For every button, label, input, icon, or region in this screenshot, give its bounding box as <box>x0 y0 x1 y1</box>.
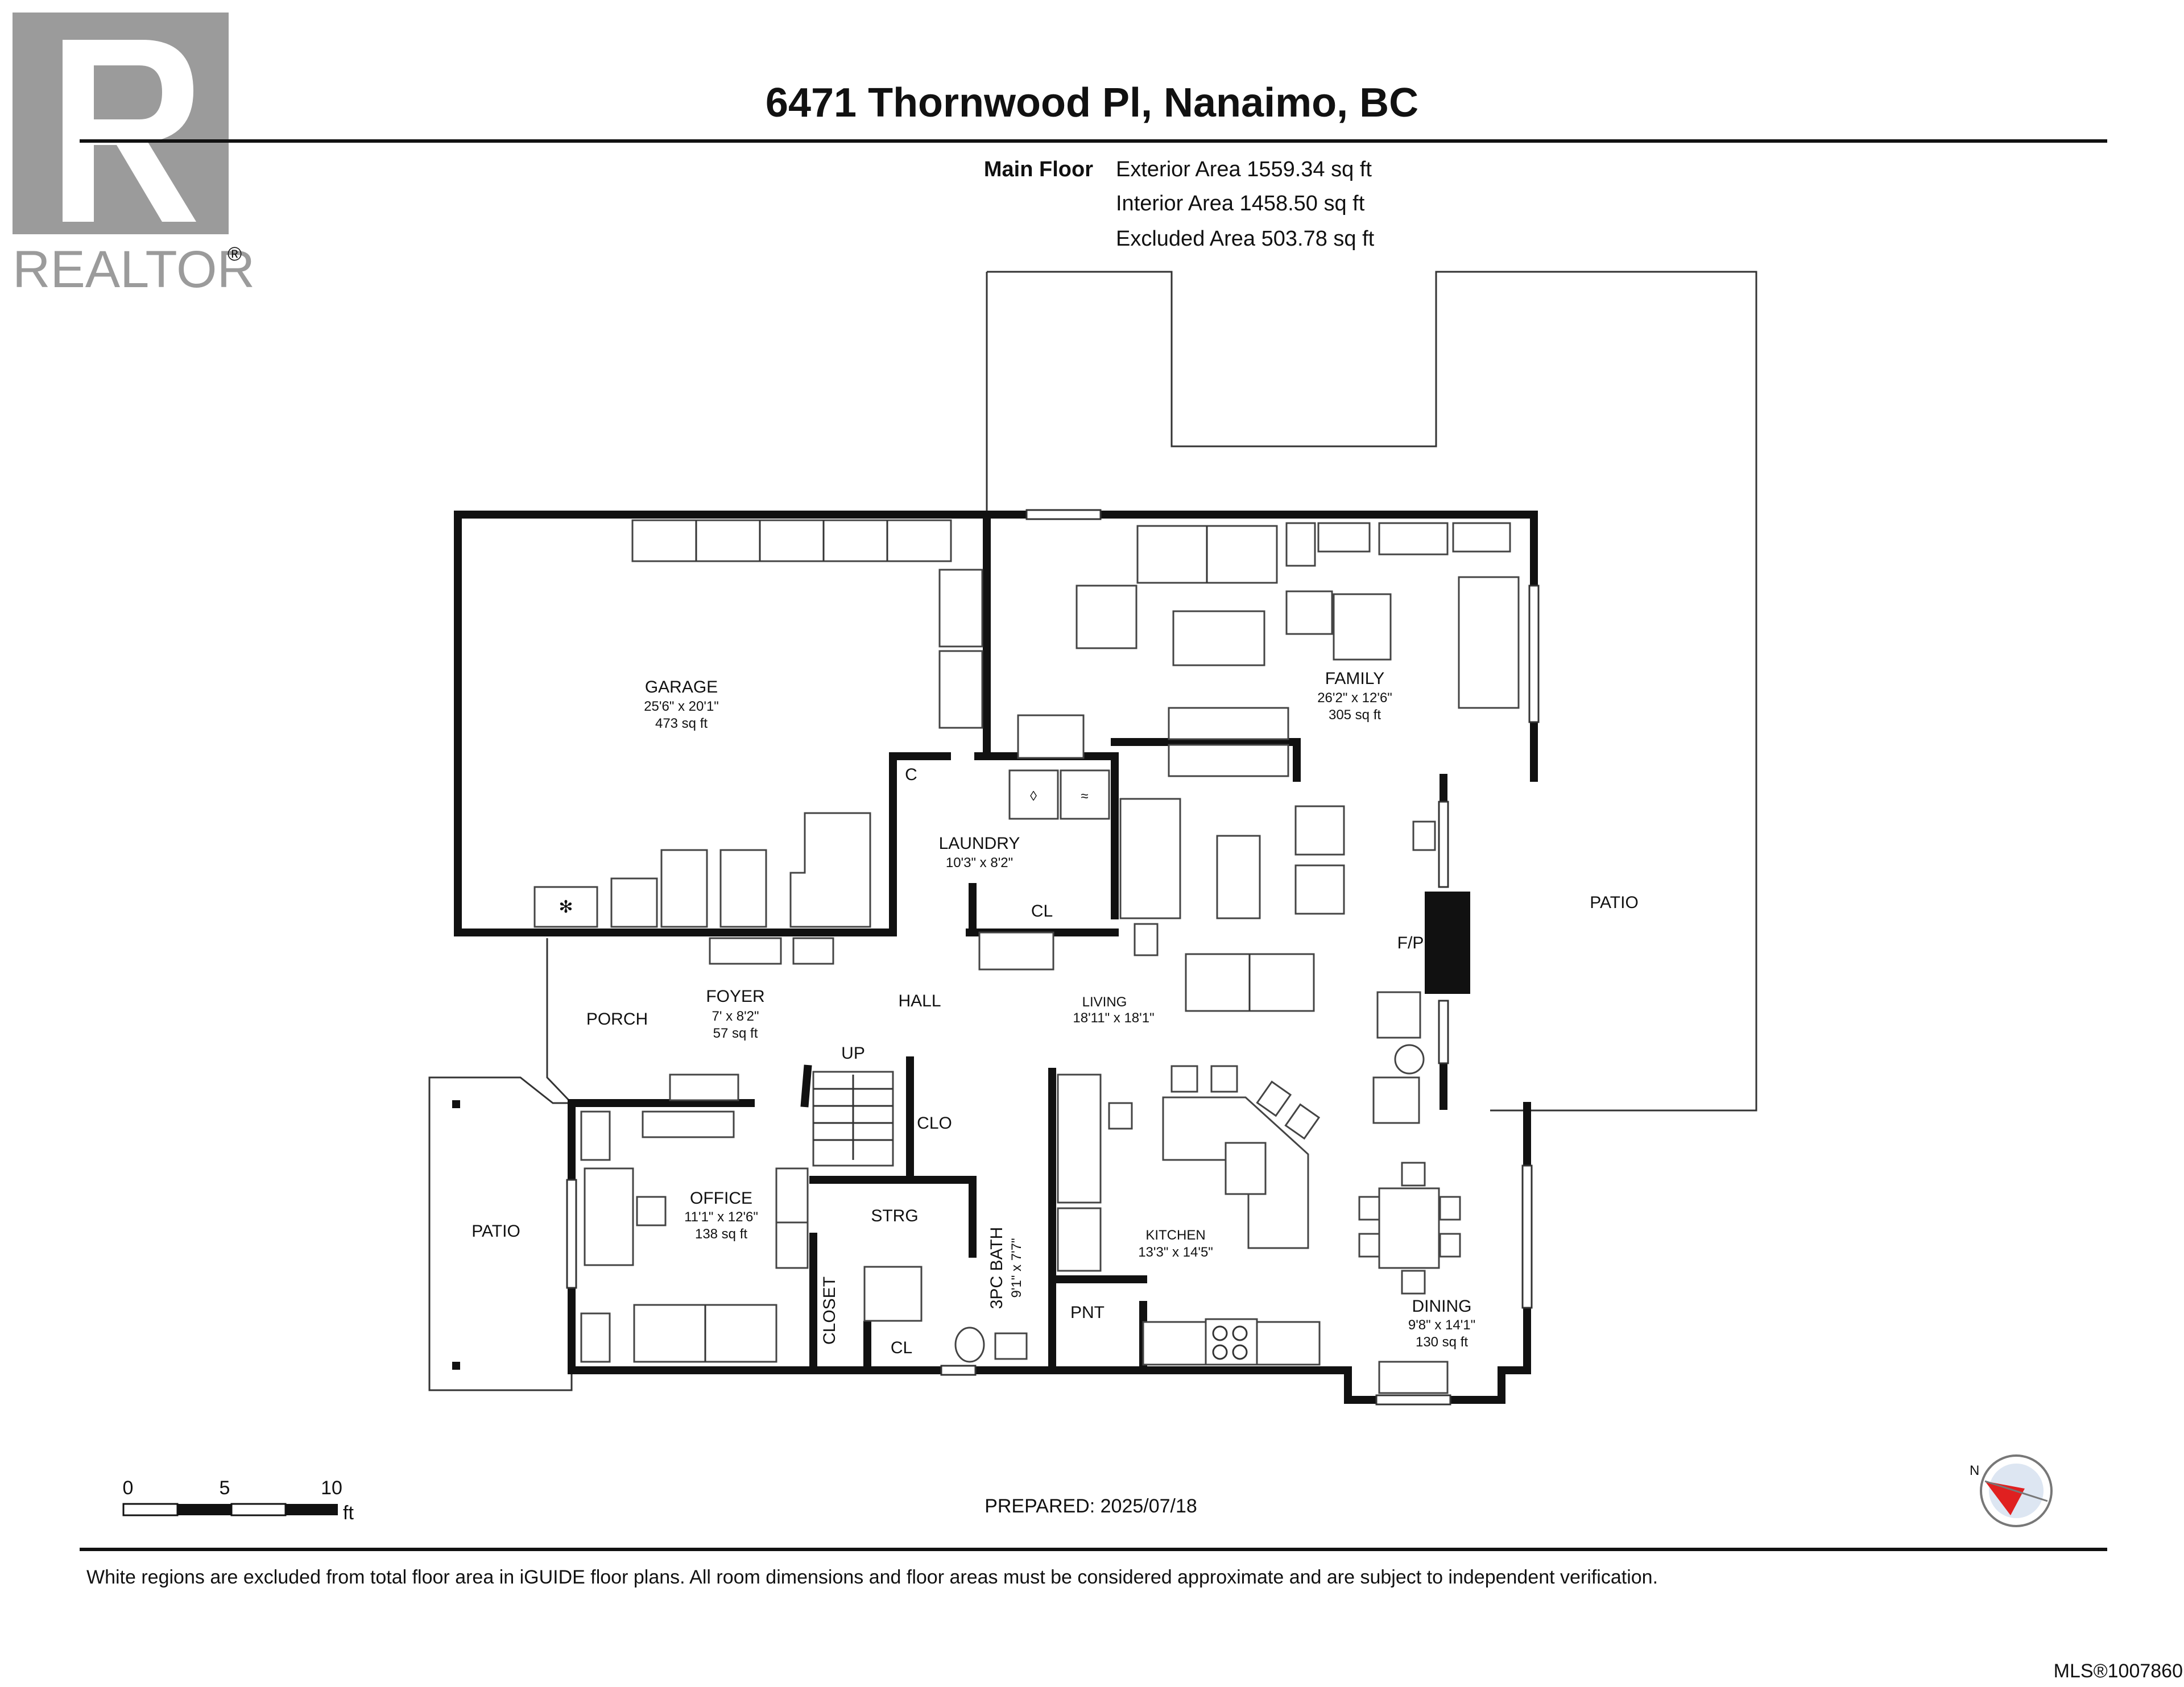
prepared-date: PREPARED: 2025/07/18 <box>985 1495 1197 1517</box>
fireplace <box>1425 892 1470 994</box>
post-marker <box>452 1362 460 1370</box>
bath-fixtures <box>863 1266 1028 1363</box>
family-dims: 26'2" x 12'6" <box>1317 690 1392 706</box>
laundry-dims: 10'3" x 8'2" <box>946 855 1013 871</box>
stairs <box>812 1071 894 1167</box>
dining-area: 130 sq ft <box>1416 1334 1468 1350</box>
floor-label: Main Floor <box>984 157 1093 181</box>
svg-text:◊: ◊ <box>1030 789 1037 804</box>
disclaimer: White regions are excluded from total fl… <box>86 1566 1658 1588</box>
scale-tick-0: 0 <box>123 1477 134 1499</box>
dining-dims: 9'8" x 14'1" <box>1408 1317 1475 1333</box>
patio-left-label: PATIO <box>471 1222 520 1241</box>
realtor-logo: REALTOR ® <box>13 13 255 299</box>
garage-area: 473 sq ft <box>655 716 708 731</box>
scale-tick-10: 10 <box>321 1477 342 1499</box>
family-fixtures <box>1017 522 1520 777</box>
address-title: 6471 Thornwood Pl, Nanaimo, BC <box>766 80 1418 126</box>
office-fixtures <box>580 1110 809 1363</box>
dining-fixtures <box>1358 1162 1461 1394</box>
garage-name: GARAGE <box>645 678 718 697</box>
porch-outline <box>546 938 573 1104</box>
stairs-up-label: UP <box>841 1044 865 1063</box>
laundry-name: LAUNDRY <box>939 834 1020 853</box>
bath-closet-label: CL <box>891 1338 912 1357</box>
scale-tick-5: 5 <box>220 1477 230 1499</box>
laundry-fixtures: ◊ ≈ <box>1008 769 1110 820</box>
interior-area: Interior Area 1458.50 sq ft <box>1116 192 1365 215</box>
living-dims: 18'11" x 18'1" <box>1073 1010 1154 1026</box>
family-name: FAMILY <box>1325 669 1384 688</box>
foyer-area: 57 sq ft <box>713 1026 758 1041</box>
kitchen-fixtures <box>1057 1065 1321 1366</box>
kitchen-name: KITCHEN <box>1145 1228 1205 1243</box>
office-name: OFFICE <box>690 1189 752 1208</box>
garage-dims: 25'6" x 20'1" <box>644 699 719 714</box>
interior-walls <box>568 511 1301 1374</box>
pantry-label: PNT <box>1070 1303 1105 1322</box>
bath-dims: 9'1" x 7'7" <box>1009 1238 1024 1298</box>
hall-label: HALL <box>898 992 941 1010</box>
garage-fixtures: ✻ <box>533 519 983 928</box>
scale-unit: ft <box>343 1502 354 1524</box>
scale-bar <box>122 1503 338 1516</box>
excluded-area: Excluded Area 503.78 sq ft <box>1116 227 1375 251</box>
svg-text:≈: ≈ <box>1081 789 1088 804</box>
realtor-logo-text: REALTOR <box>13 241 255 299</box>
bath-name: 3PC BATH <box>987 1227 1006 1309</box>
closet-label: CLOSET <box>820 1276 839 1345</box>
compass-north-label: N <box>1970 1463 1979 1478</box>
porch-label: PORCH <box>586 1010 648 1029</box>
foyer-name: FOYER <box>706 987 764 1006</box>
strg-label: STRG <box>871 1207 918 1225</box>
post-marker <box>452 1100 460 1108</box>
exterior-area: Exterior Area 1559.34 sq ft <box>1116 157 1372 181</box>
foyer-fixtures <box>642 937 834 1138</box>
windows <box>566 509 1540 1406</box>
fireplace-label: F/P <box>1397 934 1424 952</box>
mls-number: MLS®1007860 <box>2054 1660 2183 1682</box>
kitchen-dims: 13'3" x 14'5" <box>1138 1245 1213 1260</box>
family-area: 305 sq ft <box>1329 707 1381 723</box>
patio-right-label: PATIO <box>1590 893 1639 912</box>
svg-text:✻: ✻ <box>559 898 573 917</box>
office-dims: 11'1" x 12'6" <box>684 1209 758 1225</box>
living-name: LIVING <box>1082 994 1127 1010</box>
c-closet-label: C <box>905 765 917 784</box>
laundry-closet-label: CL <box>1031 902 1053 921</box>
living-fixtures <box>978 798 1436 1124</box>
registered-mark: ® <box>228 243 242 265</box>
foyer-dims: 7' x 8'2" <box>712 1009 759 1024</box>
clo-label: CLO <box>917 1114 952 1133</box>
dining-name: DINING <box>1412 1297 1472 1316</box>
office-area: 138 sq ft <box>695 1226 747 1242</box>
patio-right-outline <box>987 271 1757 1112</box>
compass-icon <box>1980 1454 2053 1527</box>
